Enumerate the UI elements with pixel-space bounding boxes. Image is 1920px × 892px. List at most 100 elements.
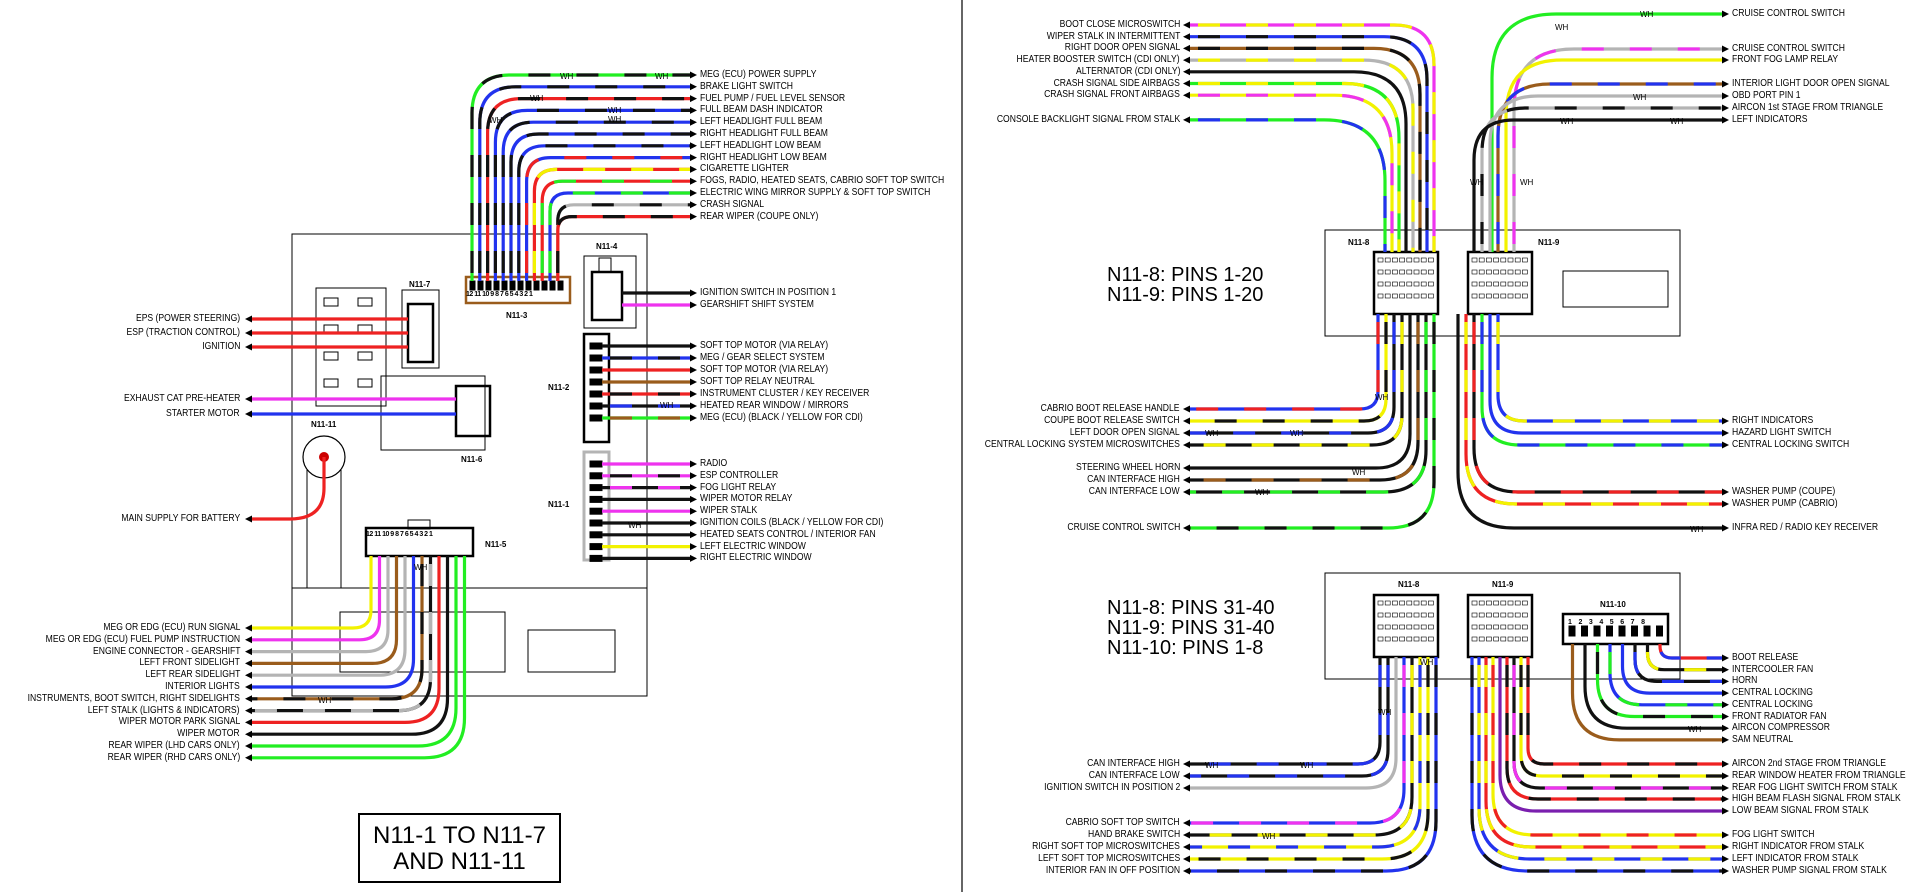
wh-marker: WH <box>1688 725 1702 734</box>
n11-9-bottom-pin <box>1522 624 1528 630</box>
label-n11-3: N11-3 <box>506 311 528 320</box>
wh-marker: WH <box>1690 525 1704 534</box>
n11-3-arrow-10 <box>690 189 697 197</box>
n11-8-bottom-pin <box>1384 612 1391 618</box>
n11-9-bottom-pin <box>1478 612 1485 618</box>
bottom-right-wire-0-stripe <box>1526 657 1722 766</box>
n11-8-bottom-pin <box>1399 600 1405 606</box>
n11-8-bottom-pin <box>1428 624 1434 630</box>
wh-marker: WH <box>489 116 503 125</box>
n11-8-top-pin <box>1384 293 1391 299</box>
n11-3-arrow-3 <box>690 106 697 114</box>
n11-10-wire-3 <box>1620 644 1722 695</box>
top-left-label-1: WIPER STALK IN INTERMITTENT <box>1046 30 1180 42</box>
n11-10-pin <box>1656 625 1663 637</box>
n11-5-pin-numbers: 12 11 10 9 8 7 6 5 4 3 2 1 <box>366 531 433 538</box>
top-right-wire-4 <box>1488 94 1722 252</box>
n11-1-pin <box>589 484 603 492</box>
mid-left-wire-0-stripe <box>1190 314 1380 411</box>
wh-marker: WH <box>1560 117 1574 126</box>
mid-left-label-2: LEFT DOOR OPEN SIGNAL <box>1070 427 1180 438</box>
arrow-left <box>1183 91 1190 99</box>
n11-10-pin <box>1643 625 1651 637</box>
n11-3-wire-1-stripe <box>478 85 690 281</box>
arrow-left <box>1183 843 1190 851</box>
top-left-wire-6 <box>1190 93 1394 252</box>
n11-9-bottom-pin <box>1478 624 1485 630</box>
n11-9-top-pin <box>1500 281 1507 287</box>
top-summary: N11-8: PINS 1-20 N11-9: PINS 1-20 <box>1107 265 1263 305</box>
arrow-left <box>1183 116 1190 124</box>
n11-3-arrow-9 <box>690 177 697 185</box>
n11-5-label-6: INSTRUMENTS, BOOT SWITCH, RIGHT SIDELIGH… <box>27 692 240 704</box>
n11-9-bottom-pin <box>1514 612 1521 618</box>
bottom-left-wire-0-stripe <box>1190 657 1382 766</box>
n11-9-bottom-pin <box>1500 612 1507 618</box>
top-right-label-5: AIRCON 1st STAGE FROM TRIANGLE <box>1732 102 1884 113</box>
arrow-right <box>690 366 697 374</box>
n11-8-top-pin <box>1377 269 1384 275</box>
n11-2-label-5: HEATED REAR WINDOW / MIRRORS <box>700 400 849 411</box>
n11-9-top-pin <box>1514 257 1521 263</box>
n11-5-label-1: MEG OR EDG (ECU) FUEL PUMP INSTRUCTION <box>45 633 240 645</box>
bottom-left-label-5: RIGHT SOFT TOP MICROSWITCHES <box>1032 841 1180 852</box>
n11-9-bottom-pin <box>1500 600 1507 606</box>
n11-3-wire-3-stripe <box>493 108 690 281</box>
n11-9-bottom-pin <box>1514 600 1521 606</box>
top-left-wire-5-stripe <box>1190 81 1401 252</box>
wh-marker: WH <box>1205 761 1219 770</box>
n11-8-top-pin <box>1420 257 1427 263</box>
n11-4-latch <box>598 257 612 273</box>
top-left-label-4: ALTERNATOR (CDI ONLY) <box>1075 65 1180 77</box>
n11-10-wire-7 <box>1570 644 1722 742</box>
n11-8-bottom-pin <box>1392 612 1398 618</box>
n11-2-label-3: SOFT TOP RELAY NEUTRAL <box>700 376 815 387</box>
arrow-right <box>1722 843 1729 851</box>
n11-9-bottom-pin <box>1478 636 1485 642</box>
wh-marker: WH <box>1633 93 1647 102</box>
bottom-left-wire-3-stripe <box>1190 657 1406 825</box>
n11-6-plug <box>454 384 492 438</box>
n11-3-label-4: LEFT HEADLIGHT FULL BEAM <box>700 116 823 128</box>
n11-8-bottom-pin <box>1392 624 1398 630</box>
n11-5-wire-5 <box>252 556 416 689</box>
n11-1-pin <box>589 495 603 503</box>
n11-3-wire-6-stripe <box>517 144 690 281</box>
top-left-label-0: BOOT CLOSE MICROSWITCH <box>1059 19 1180 30</box>
n11-9-top-pin <box>1493 257 1499 263</box>
arrow-right <box>1722 677 1729 685</box>
arrow-left <box>1183 831 1190 839</box>
bottom-left-label-6: LEFT SOFT TOP MICROSWITCHES <box>1037 853 1180 864</box>
n11-9-bottom-pin <box>1493 624 1499 630</box>
arrow-right <box>1722 500 1729 508</box>
wh-marker: WH <box>1262 832 1276 841</box>
n11-8-bottom-pin <box>1377 636 1384 642</box>
arrow-right <box>690 519 697 527</box>
n11-5-wire-4 <box>252 556 407 677</box>
mid-left-wire-3 <box>1190 314 1404 447</box>
n11-11-wire <box>252 457 326 521</box>
arrow-right <box>1722 45 1729 53</box>
n11-5-label-9: WIPER MOTOR <box>177 728 240 740</box>
n11-3-pin-numbers: 12 11 10 9 8 7 6 5 4 3 2 1 <box>466 291 533 298</box>
n11-9-bottom-pin <box>1522 612 1528 618</box>
n11-9-bottom-pin <box>1486 612 1492 618</box>
bottom-left-label-4: HAND BRAKE SWITCH <box>1087 829 1180 840</box>
n11-10-wire-2-stripe <box>1633 644 1722 683</box>
arrow-left <box>245 659 252 667</box>
mid-right-wire-5 <box>1456 314 1722 530</box>
n11-8-bottom-pin <box>1420 624 1427 630</box>
n11-3-wire-0-stripe <box>470 73 690 281</box>
arrow-right <box>690 507 697 515</box>
bottom-right-wire-8-stripe <box>1470 657 1722 873</box>
bottom-right-label-5: FOG LIGHT SWITCH <box>1732 829 1815 840</box>
n11-9-top-pin <box>1522 269 1528 275</box>
n11-4-label-0: IGNITION SWITCH IN POSITION 1 <box>700 287 837 298</box>
bottom-right-wire-4 <box>1498 657 1722 813</box>
wh-marker: WH <box>1205 429 1219 438</box>
n11-10-label-5: FRONT RADIATOR FAN <box>1732 710 1827 722</box>
wh-marker: WH <box>1300 761 1314 770</box>
n11-2-pin <box>589 402 603 410</box>
bottom-left-wire-6-stripe <box>1190 657 1430 861</box>
wh-marker: WH <box>1555 23 1569 32</box>
